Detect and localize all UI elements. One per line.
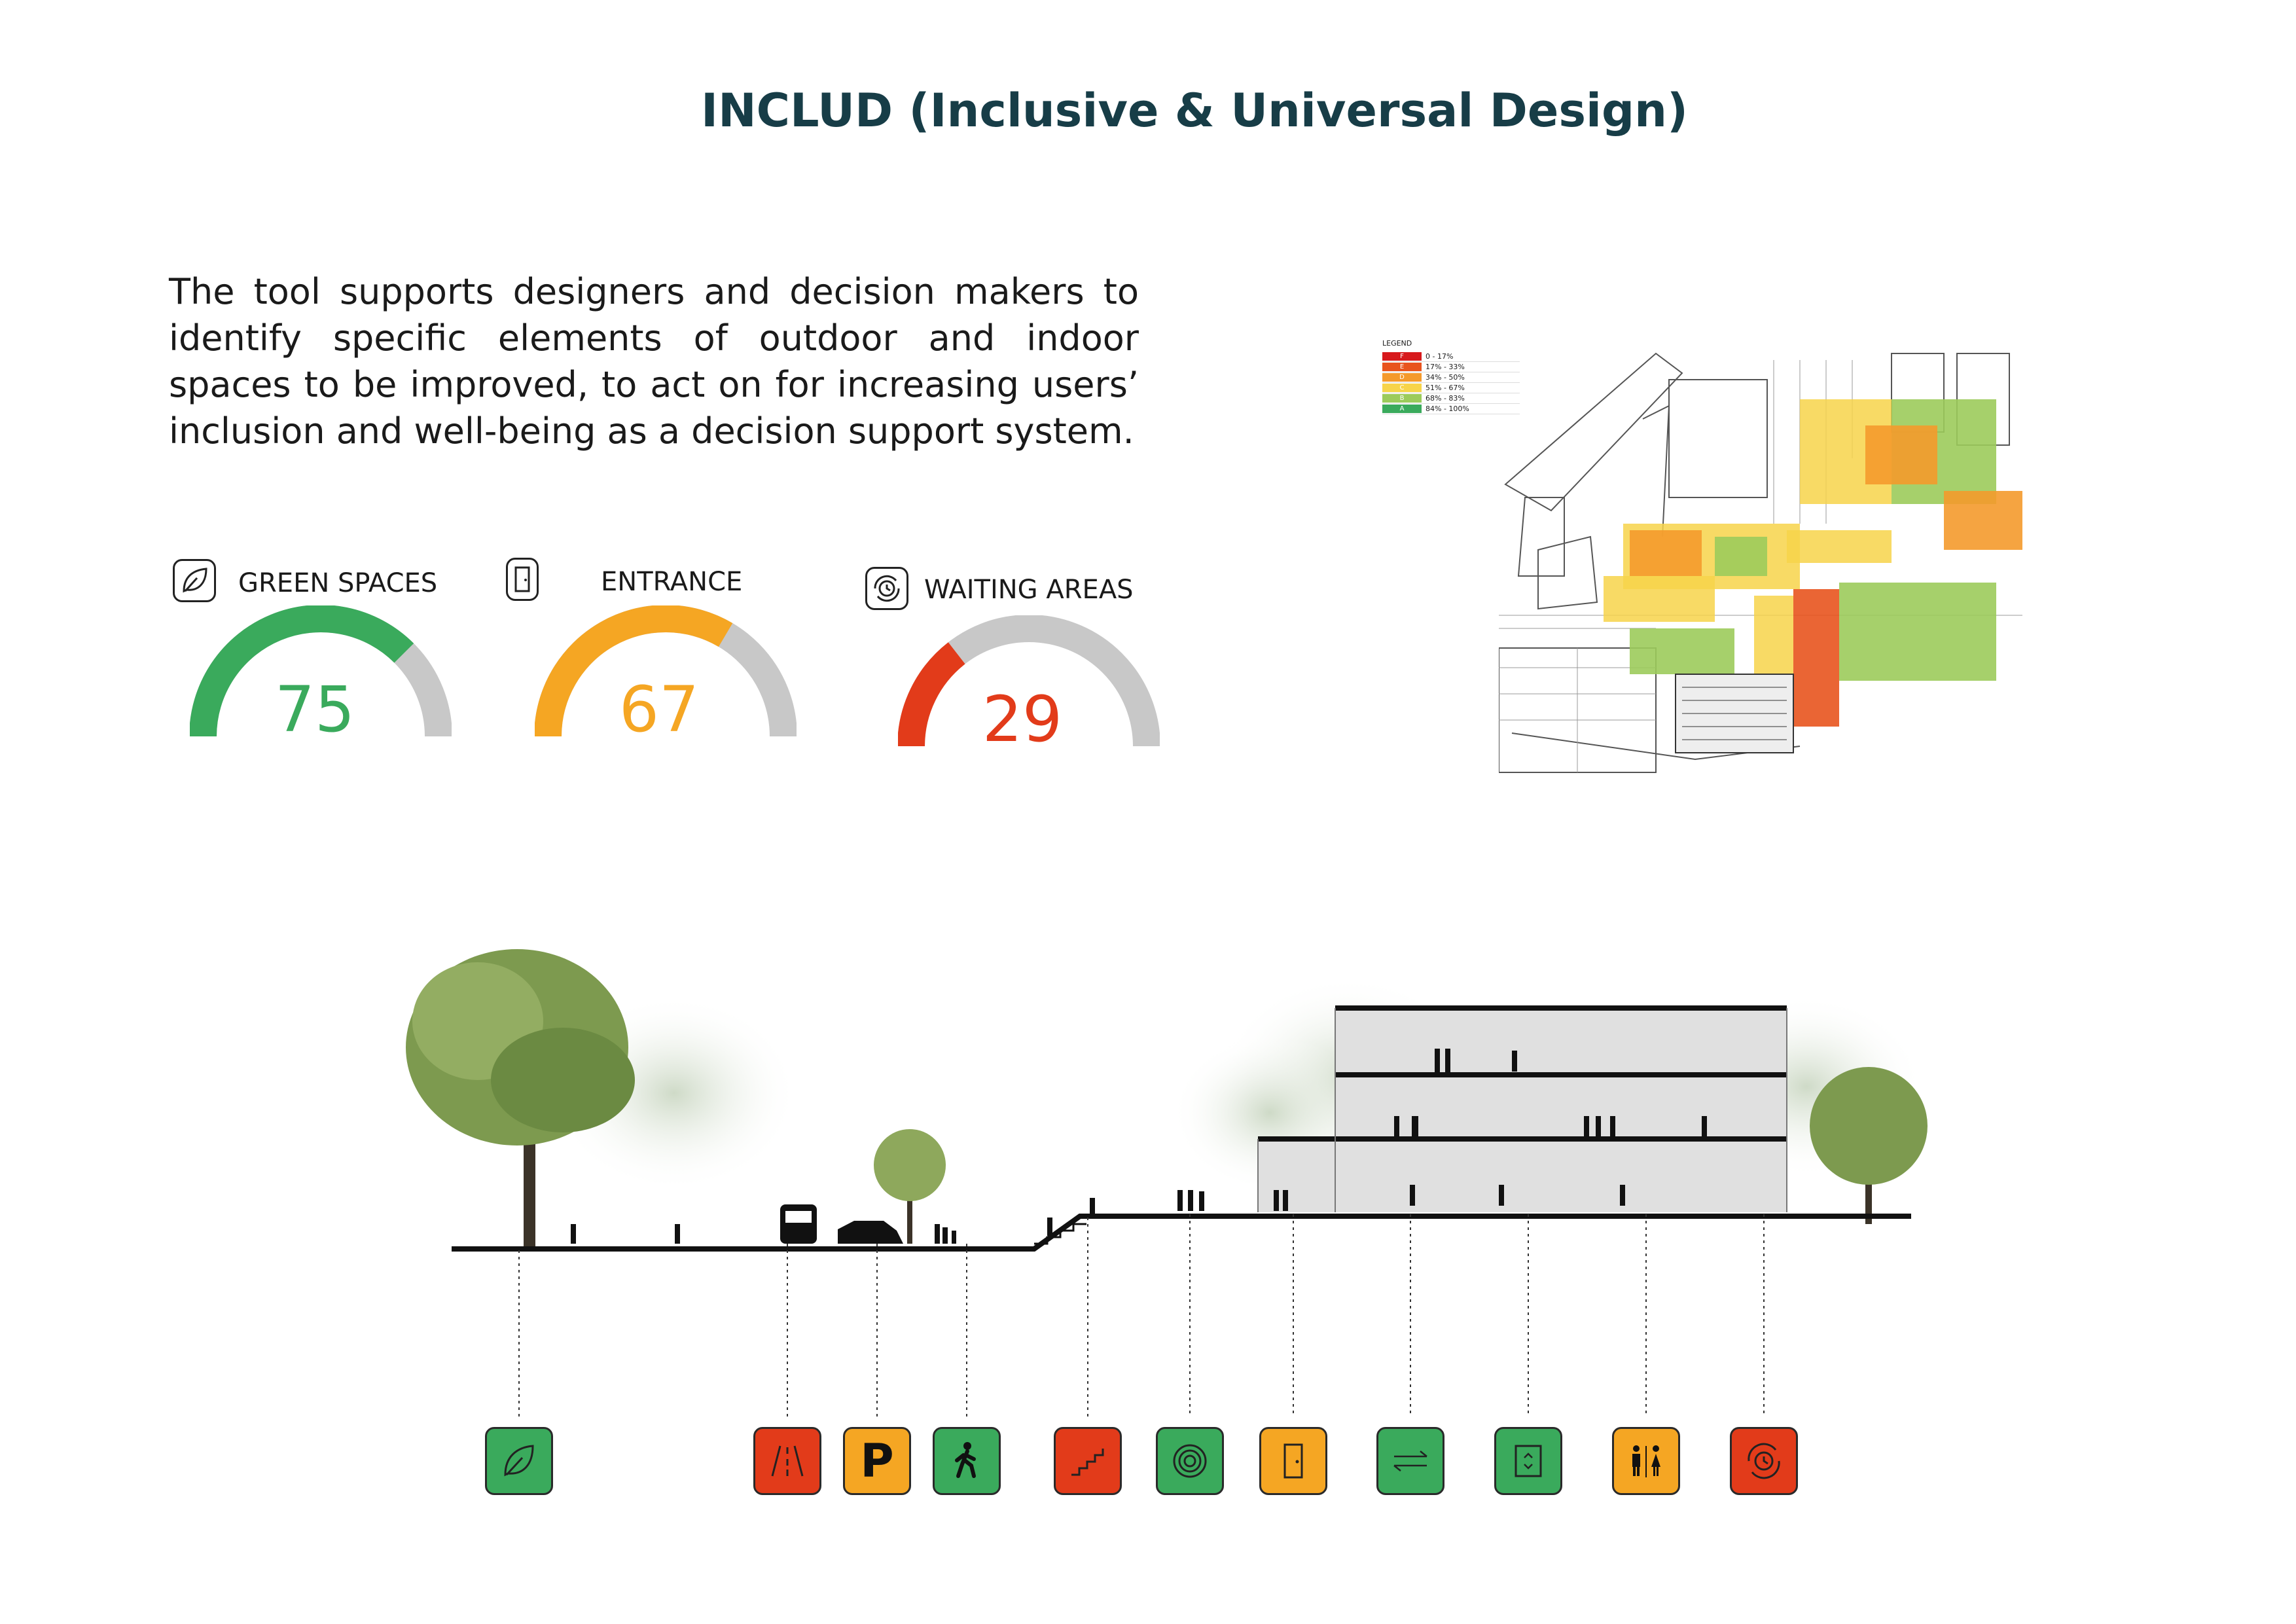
heat-zone [1604, 576, 1715, 622]
target-icon [1156, 1427, 1224, 1495]
leaf-icon [173, 559, 216, 602]
waiting-clock-icon [865, 567, 908, 610]
gauge-label-waiting-areas: WAITING AREAS [924, 575, 1134, 605]
car [838, 1221, 903, 1244]
large-tree [406, 949, 635, 1250]
site-section-drawing [406, 949, 1928, 1417]
leader-lines [518, 1214, 1765, 1417]
road-icon [753, 1427, 821, 1495]
gauge-fill [190, 605, 414, 737]
page-title: INCLUD (Inclusive & Universal Design) [701, 84, 1688, 137]
legend-row: A 84% - 100% [1382, 404, 1520, 414]
heat-zone [1865, 425, 1937, 484]
stairs [1034, 1223, 1086, 1245]
elevator-icon [1494, 1427, 1562, 1495]
gauge-entrance [535, 605, 797, 737]
ground-line [452, 1214, 1911, 1252]
legend-grade: A [1382, 405, 1422, 413]
waiting-clock-icon [1730, 1427, 1798, 1495]
legend-range: 68% - 83% [1426, 394, 1465, 403]
legend-title: LEGEND [1382, 339, 1412, 348]
heat-zone [1793, 589, 1839, 727]
legend-row: C 51% - 67% [1382, 383, 1520, 393]
legend-range: 0 - 17% [1426, 352, 1454, 361]
door-icon [506, 558, 539, 601]
parking-icon: P [843, 1427, 911, 1495]
gauge-fill [898, 642, 965, 747]
description-paragraph: The tool supports designers and decision… [169, 271, 1139, 452]
legend-range: 17% - 33% [1426, 363, 1465, 371]
legend-row: E 17% - 33% [1382, 362, 1520, 372]
bus [780, 1204, 817, 1244]
legend-grade: B [1382, 394, 1422, 403]
gauge-waiting-areas [898, 615, 1160, 747]
stairs-icon [1054, 1427, 1122, 1495]
gauge-value-waiting-areas: 29 [982, 683, 1063, 756]
right-tree [1810, 1067, 1928, 1224]
legend-grade: D [1382, 373, 1422, 382]
building-section [1257, 1005, 1787, 1212]
restroom-icon [1612, 1427, 1680, 1495]
heat-zone [1715, 537, 1767, 576]
heat-zone [1630, 628, 1734, 674]
floor-plan-heatmap [1499, 352, 2022, 773]
legend-range: 51% - 67% [1426, 384, 1465, 392]
door-icon [1259, 1427, 1327, 1495]
pedestrian-icon [933, 1427, 1001, 1495]
heat-zone [1839, 583, 1996, 681]
gauge-label-green-spaces: GREEN SPACES [238, 568, 438, 598]
legend-grade: F [1382, 352, 1422, 361]
small-tree [874, 1129, 946, 1244]
legend-grade: C [1382, 384, 1422, 392]
heat-zone [1630, 530, 1702, 576]
heat-zone [1787, 530, 1892, 563]
heat-zone [1944, 491, 2022, 550]
legend-range: 34% - 50% [1426, 373, 1465, 382]
people [571, 1049, 1707, 1244]
gauge-fill [535, 605, 733, 737]
gauge-label-entrance: ENTRANCE [601, 567, 743, 597]
legend-grade: E [1382, 363, 1422, 371]
legend-range: 84% - 100% [1426, 405, 1469, 413]
corridor-icon [1376, 1427, 1444, 1495]
legend-row: B 68% - 83% [1382, 393, 1520, 404]
plan-legend: LEGEND F 0 - 17% E 17% - 33% D 34% - 50% C 51% … [1382, 339, 1526, 414]
leaf-icon [485, 1427, 553, 1495]
legend-row: F 0 - 17% [1382, 352, 1520, 362]
legend-row: D 34% - 50% [1382, 372, 1520, 383]
gauge-value-entrance: 67 [619, 673, 700, 746]
gauge-green-spaces [190, 605, 452, 737]
gauge-value-green-spaces: 75 [274, 673, 355, 746]
